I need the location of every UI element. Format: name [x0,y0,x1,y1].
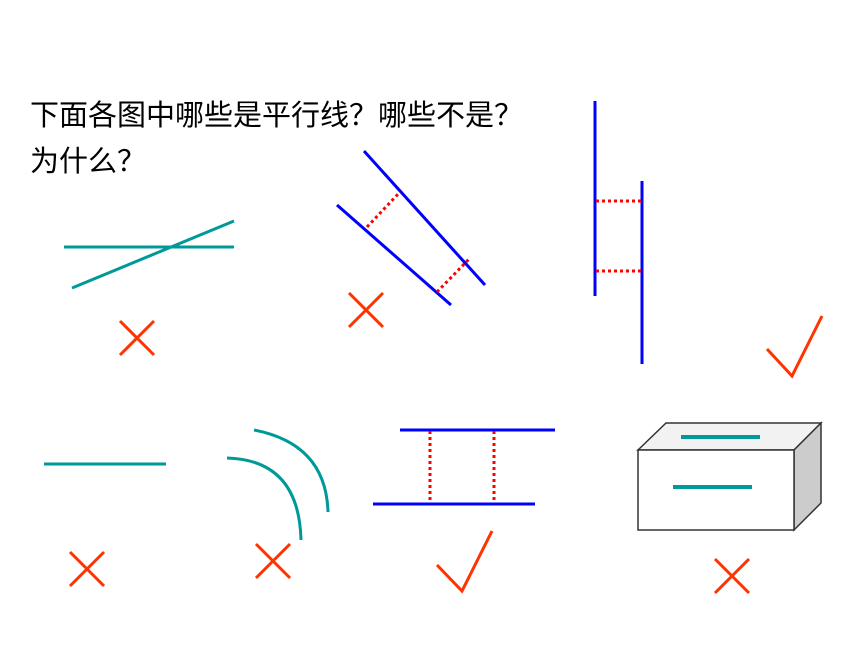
figure-box-lines [636,421,823,532]
dotted-connector [435,256,472,294]
question-text: 下面各图中哪些是平行线？哪些不是？ 为什么？ [30,92,523,184]
cross-mark-1 [118,319,156,357]
box-front-face [637,449,795,531]
slanted-blue-line-upper [362,149,487,287]
question-line-2: 为什么？ [30,144,147,178]
outer-teal-arc [253,428,330,513]
figure-two-arcs [226,428,330,541]
question-line-1: 下面各图中哪些是平行线？哪些不是？ [30,98,524,132]
cross-mark-3 [68,550,106,588]
figure-vertical-blue-lines [593,101,644,364]
figure-slanted-blue-lines [336,149,487,307]
slanted-teal-line [71,219,235,290]
cross-mark-4 [254,542,292,580]
dotted-connector [365,190,402,229]
check-mark-2 [435,530,494,594]
check-mark-1 [765,315,824,379]
inner-teal-arc [226,456,303,541]
slanted-blue-line-lower [336,203,452,307]
cross-mark-5 [713,557,751,595]
figure-horizontal-blue-lines [373,428,555,506]
figure-crossing-lines [64,219,235,290]
cross-mark-2 [347,291,385,329]
